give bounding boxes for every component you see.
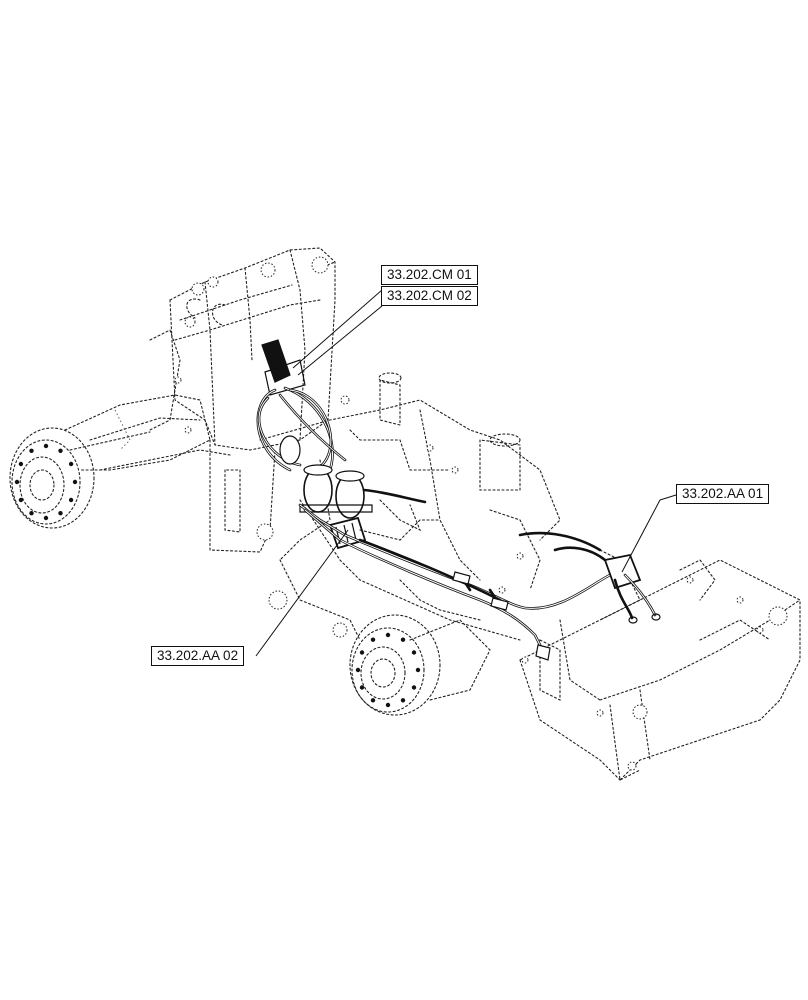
hub-bolt [400,698,406,703]
front-left-wheel-hub [9,427,95,529]
hub-bolt [359,650,365,655]
hub-bolt [359,685,365,690]
hub-bolt [411,650,417,655]
hub-bolt [355,667,361,673]
rear-left-wheel-hub [349,614,491,716]
callout-33-202-cm-01[interactable]: 33.202.CM 01 [381,265,478,285]
hub-bolt [385,702,391,708]
hub-bolt [58,448,63,453]
hub-bolt [14,479,20,485]
hub-bolt [415,667,421,673]
hydraulic-hose-assembly [256,339,661,661]
left-upper-frame [149,247,336,610]
callout-33-202-cm-02[interactable]: 33.202.CM 02 [381,286,478,306]
hub-bolt [385,632,391,638]
rear-right-frame [519,539,801,781]
hub-bolt [68,497,74,503]
hub-bolt [72,479,78,485]
central-frame [259,372,561,641]
callout-33-202-aa-02[interactable]: 33.202.AA 02 [151,646,245,666]
hub-bolt [43,515,49,521]
hub-bolt [18,497,24,503]
hub-bolt [400,637,406,642]
hub-bolt [29,448,34,453]
callout-33-202-aa-01[interactable]: 33.202.AA 01 [676,484,770,504]
hub-bolt [411,685,417,690]
hub-bolt [68,461,74,467]
hub-bolt [370,637,376,642]
hub-bolt [29,511,34,516]
leader-lines [255,289,677,657]
left-axle-arm [64,394,231,471]
hub-bolt [58,511,63,516]
hub-bolt [43,443,49,449]
hub-bolt [18,461,24,467]
hub-bolt [370,698,376,703]
